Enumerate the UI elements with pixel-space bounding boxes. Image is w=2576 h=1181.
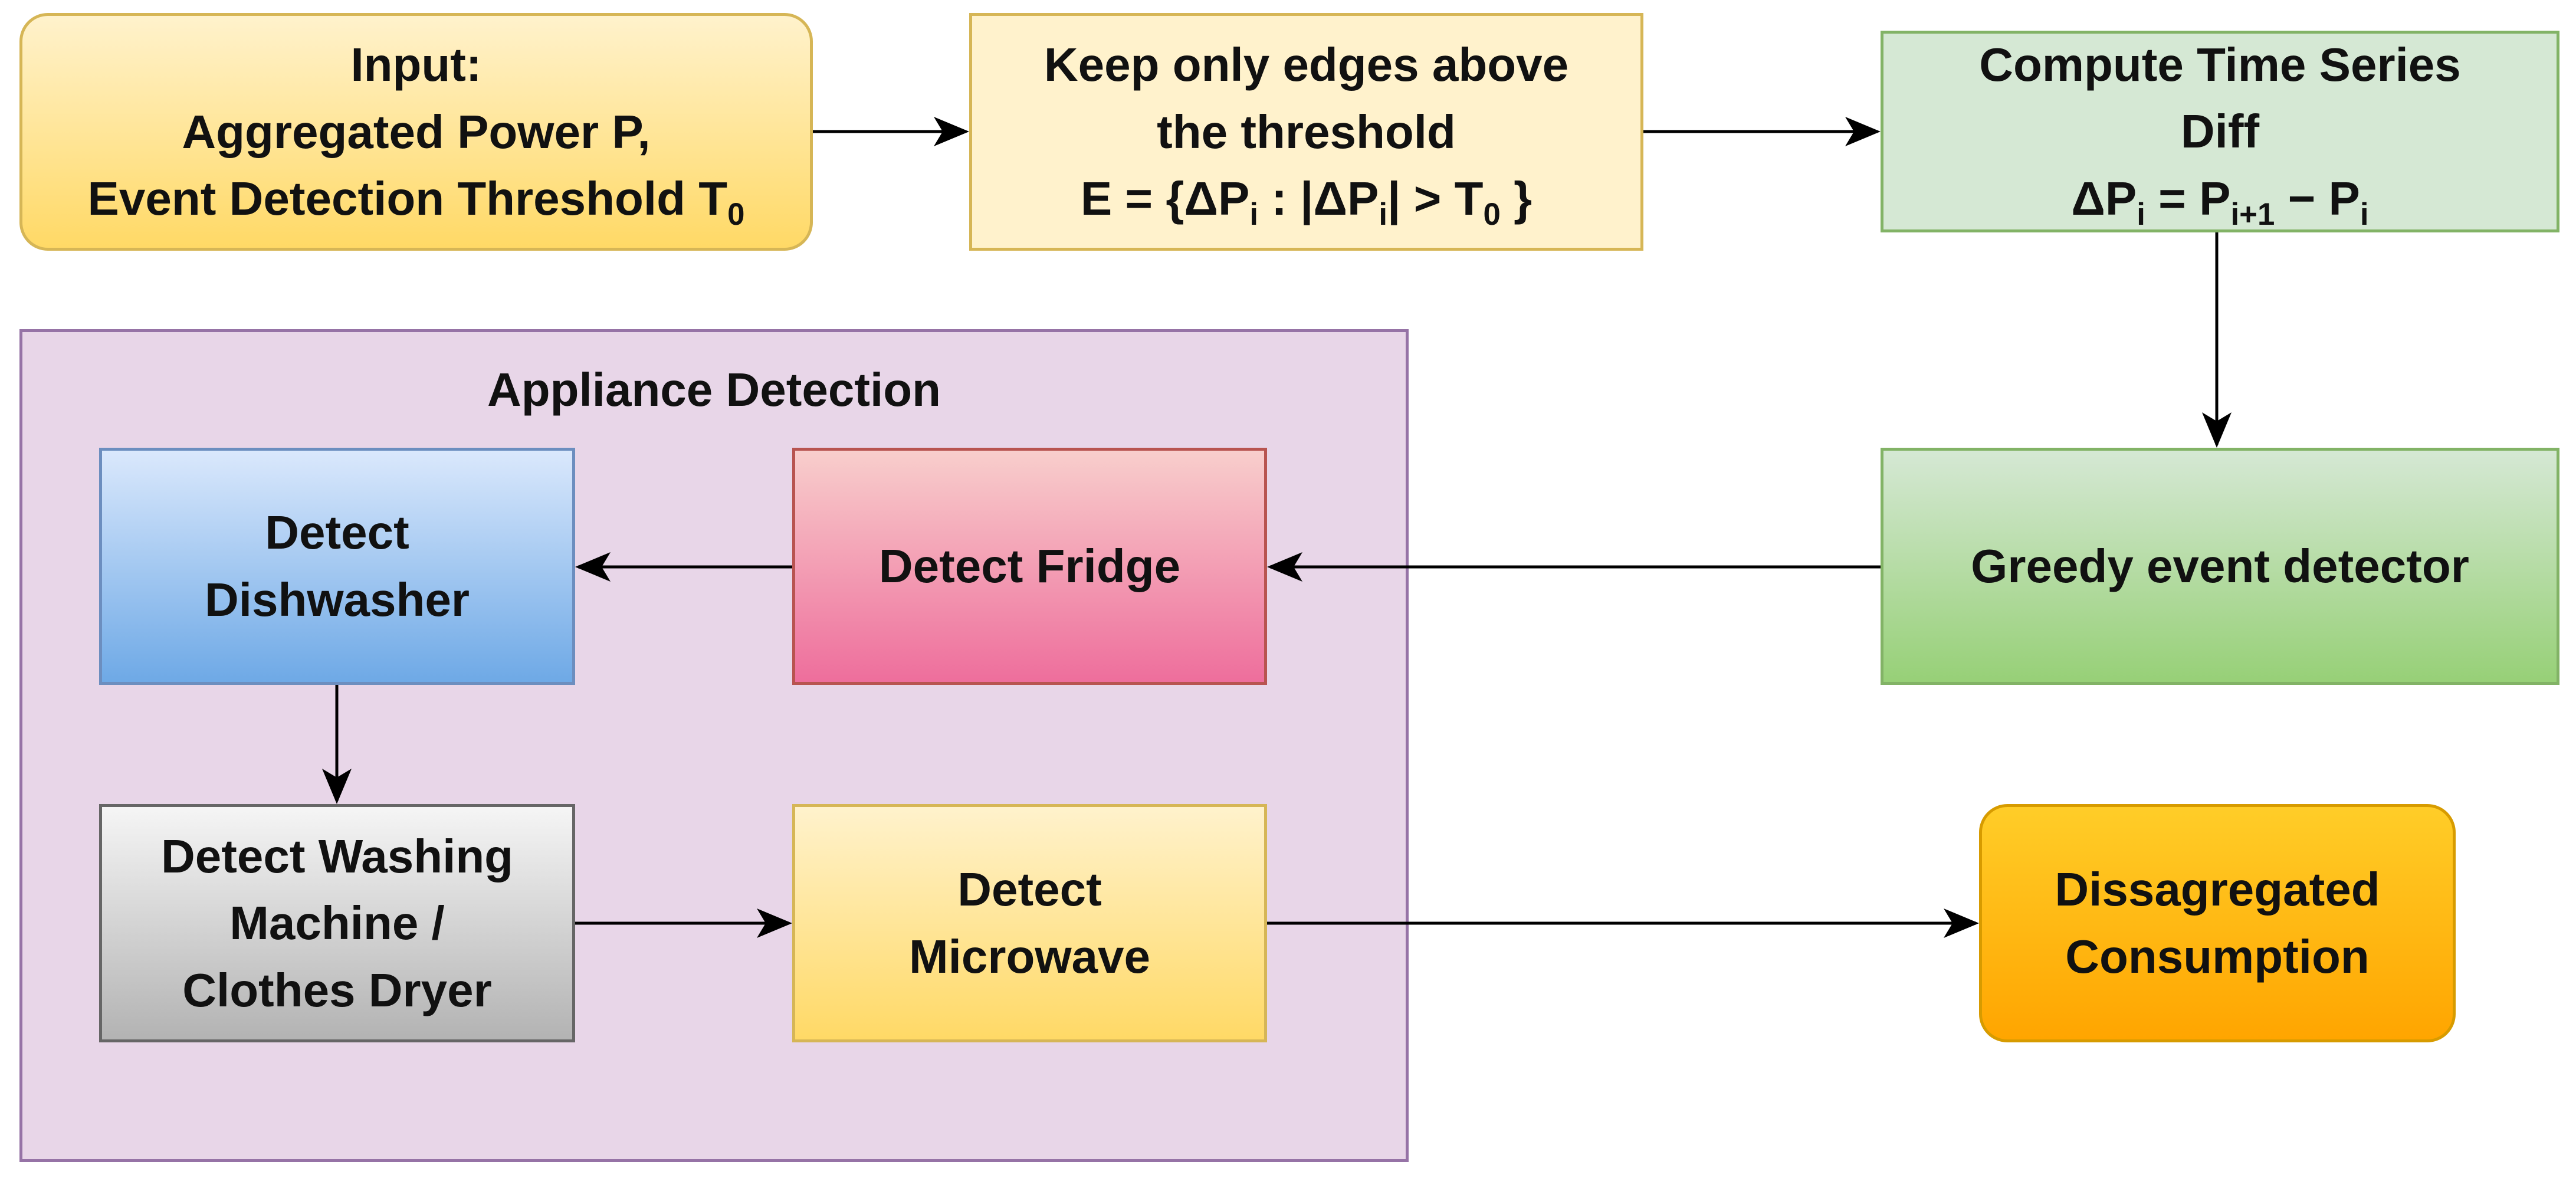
compute-diff-formula-sub-3: i — [2360, 196, 2369, 232]
detect-dishwasher-node: Detect Dishwasher — [99, 448, 575, 685]
input-node: Input: Aggregated Power P, Event Detecti… — [19, 13, 813, 251]
compute-diff-formula-sub-1: i — [2137, 196, 2145, 232]
detect-microwave-line-1: Detect — [957, 863, 1102, 916]
greedy-detector-label: Greedy event detector — [1971, 540, 2469, 593]
input-threshold-label: Event Detection Threshold T — [87, 172, 728, 225]
detect-dishwasher-line-1: Detect — [265, 506, 409, 559]
output-line-1: Dissagregated — [2055, 863, 2380, 916]
input-node-line-3: Event Detection Threshold T0 — [88, 165, 745, 232]
keep-edges-formula-sub-2: i — [1379, 197, 1388, 232]
keep-edges-formula-part-2: : |ΔP — [1258, 172, 1379, 225]
detect-washing-line-1: Detect Washing — [160, 829, 514, 883]
keep-edges-formula-part-1: E = {ΔP — [1080, 172, 1250, 225]
detect-washing-machine-node: Detect Washing Machine / Clothes Dryer — [99, 804, 575, 1042]
detect-dishwasher-line-2: Dishwasher — [204, 573, 470, 626]
compute-diff-formula-part-3: − P — [2275, 172, 2360, 225]
compute-diff-formula: ΔPi = Pi+1 − Pi — [2071, 165, 2368, 232]
keep-edges-node: Keep only edges above the threshold E = … — [969, 13, 1643, 251]
compute-diff-line-1: Compute Time Series — [1979, 38, 2461, 91]
detect-microwave-line-2: Microwave — [908, 930, 1151, 983]
detect-washing-line-3: Clothes Dryer — [182, 963, 492, 1016]
keep-edges-line-1: Keep only edges above — [1043, 38, 1569, 91]
compute-diff-formula-sub-2: i+1 — [2230, 196, 2275, 232]
appliance-detection-title: Appliance Detection — [487, 363, 941, 416]
input-threshold-subscript: 0 — [727, 197, 745, 232]
detect-fridge-node: Detect Fridge — [792, 448, 1267, 685]
keep-edges-line-2: the threshold — [1157, 105, 1456, 158]
input-node-line-1: Input: — [350, 38, 482, 91]
input-node-line-2: Aggregated Power P, — [182, 105, 651, 158]
compute-diff-formula-part-2: = P — [2145, 172, 2231, 225]
keep-edges-formula-part-4: } — [1500, 172, 1533, 225]
detect-fridge-label: Detect Fridge — [878, 540, 1181, 593]
detect-microwave-node: Detect Microwave — [792, 804, 1267, 1042]
keep-edges-formula-sub-1: i — [1249, 197, 1259, 232]
keep-edges-formula-part-3: | > T — [1387, 172, 1484, 225]
detect-washing-line-2: Machine / — [229, 897, 445, 950]
compute-diff-formula-part-1: ΔP — [2071, 172, 2137, 225]
compute-diff-line-2: Diff — [2180, 105, 2260, 158]
greedy-detector-node: Greedy event detector — [1881, 448, 2559, 685]
compute-diff-node: Compute Time Series Diff ΔPi = Pi+1 − Pi — [1881, 31, 2559, 232]
disaggregated-consumption-node: Dissagregated Consumption — [1979, 804, 2456, 1042]
output-line-2: Consumption — [2065, 930, 2370, 983]
keep-edges-formula: E = {ΔPi : |ΔPi| > T0 } — [1081, 165, 1532, 232]
keep-edges-formula-sub-3: 0 — [1483, 197, 1501, 232]
